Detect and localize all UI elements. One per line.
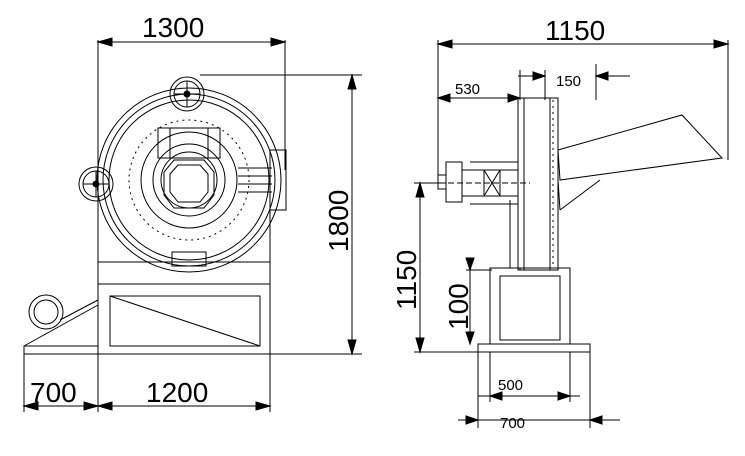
handwheel-left-icon bbox=[78, 166, 114, 202]
side-view: 1150 530 150 bbox=[391, 15, 730, 432]
handwheel-top-icon bbox=[169, 76, 205, 112]
shaft-pulley bbox=[430, 161, 530, 205]
side-flange bbox=[238, 149, 287, 211]
dimension-150 bbox=[518, 64, 630, 100]
dimension-height-total bbox=[200, 73, 362, 356]
dimension-width-total bbox=[436, 39, 730, 185]
inlet-octagon bbox=[163, 159, 215, 209]
base-frame bbox=[97, 261, 271, 355]
dim-150-label: 150 bbox=[556, 73, 581, 90]
dimension-bottom-front bbox=[22, 354, 272, 412]
inlet-box bbox=[157, 127, 221, 159]
hopper bbox=[557, 114, 724, 211]
dimension-530 bbox=[436, 70, 522, 103]
dim-base-width-label: 1200 bbox=[146, 377, 208, 408]
dimension-500 bbox=[478, 352, 580, 402]
dim-width-top-label: 1300 bbox=[142, 12, 204, 43]
dim-height-total-label: 1800 bbox=[323, 190, 354, 252]
dim-530-label: 530 bbox=[455, 81, 480, 98]
dim-100-label: 100 bbox=[443, 283, 474, 330]
housing-outer-circle bbox=[96, 87, 282, 273]
outlet-box bbox=[171, 251, 207, 267]
dim-500-label: 500 bbox=[498, 377, 523, 394]
dim-width-total-label: 1150 bbox=[545, 15, 605, 46]
dim-shaft-height-label: 1150 bbox=[391, 250, 422, 310]
dimension-100 bbox=[465, 257, 492, 346]
dim-700-side-label: 700 bbox=[500, 415, 525, 432]
front-view: 1300 1800 bbox=[22, 12, 362, 412]
side-frame bbox=[477, 267, 591, 353]
dimension-700-side bbox=[458, 352, 620, 428]
motor-icon bbox=[23, 294, 99, 355]
dim-left-overhang-label: 700 bbox=[30, 377, 77, 408]
dimension-shaft-height bbox=[414, 181, 478, 354]
